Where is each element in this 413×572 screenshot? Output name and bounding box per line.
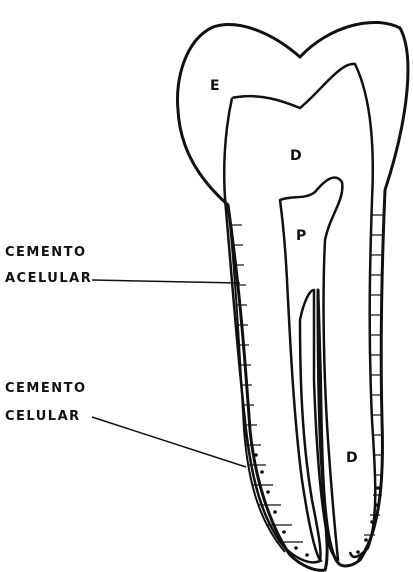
cementum-left-outer <box>228 205 285 552</box>
region-pulp: P <box>296 228 306 244</box>
label-cemento-acelular-1: CEMENTO <box>5 245 87 260</box>
region-enamel: E <box>210 78 220 94</box>
label-cemento-acelular-2: ACELULAR <box>5 271 92 286</box>
pulp-canal <box>280 177 342 560</box>
leader-cemento-celular <box>92 417 246 467</box>
leader-cemento-acelular <box>92 280 240 283</box>
region-dentin-crown: D <box>290 148 302 164</box>
label-cemento-celular-2: CELULAR <box>5 409 81 424</box>
label-cemento-celular-1: CEMENTO <box>5 381 87 396</box>
region-dentin-root: D <box>346 450 358 466</box>
